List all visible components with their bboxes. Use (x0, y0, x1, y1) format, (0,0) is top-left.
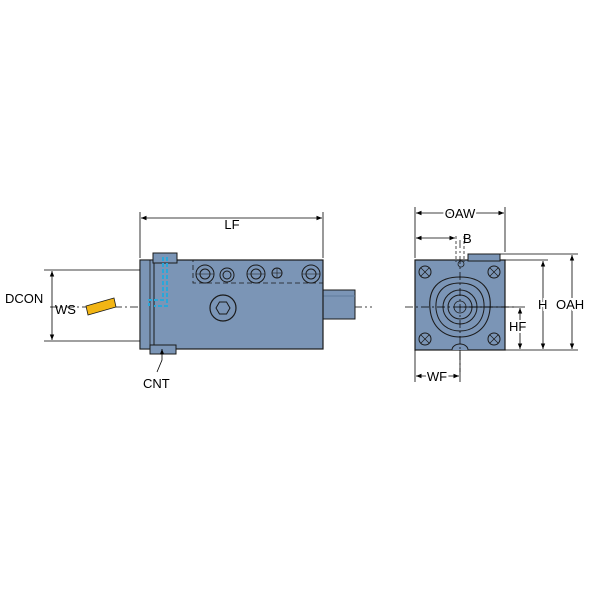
front-top-key (467, 253, 501, 262)
h-label: H (538, 297, 547, 312)
corner-hole (418, 332, 432, 346)
bottom-notch (149, 344, 177, 355)
cnt-label: CNT (143, 376, 170, 391)
shank (322, 289, 356, 320)
oaw-label: OAW (445, 206, 476, 221)
screw-row (195, 264, 321, 284)
wf-label: WF (427, 369, 447, 384)
corner-hole (487, 332, 501, 346)
hf-label: HF (509, 319, 526, 334)
insert (85, 297, 117, 316)
top-notch (152, 252, 178, 264)
screw (219, 267, 235, 283)
screw (301, 264, 321, 284)
corner-hole (487, 265, 501, 279)
front-view: OAW B H OAH HF WF (405, 204, 586, 386)
dcon-label: DCON (5, 291, 43, 306)
b-label: B (463, 231, 472, 246)
screw (246, 264, 266, 284)
top-pin (457, 260, 465, 268)
screw (195, 264, 215, 284)
side-view: LF DCON WS CNT (5, 212, 372, 391)
front-collar (139, 259, 155, 350)
corner-hole (418, 265, 432, 279)
ws-label: WS (55, 302, 76, 317)
screw (271, 267, 283, 279)
coolant-channel (148, 257, 164, 306)
oah-label: OAH (556, 297, 584, 312)
cnt-leader (156, 349, 165, 373)
clamp-screw (209, 294, 237, 322)
lf-label: LF (224, 217, 239, 232)
